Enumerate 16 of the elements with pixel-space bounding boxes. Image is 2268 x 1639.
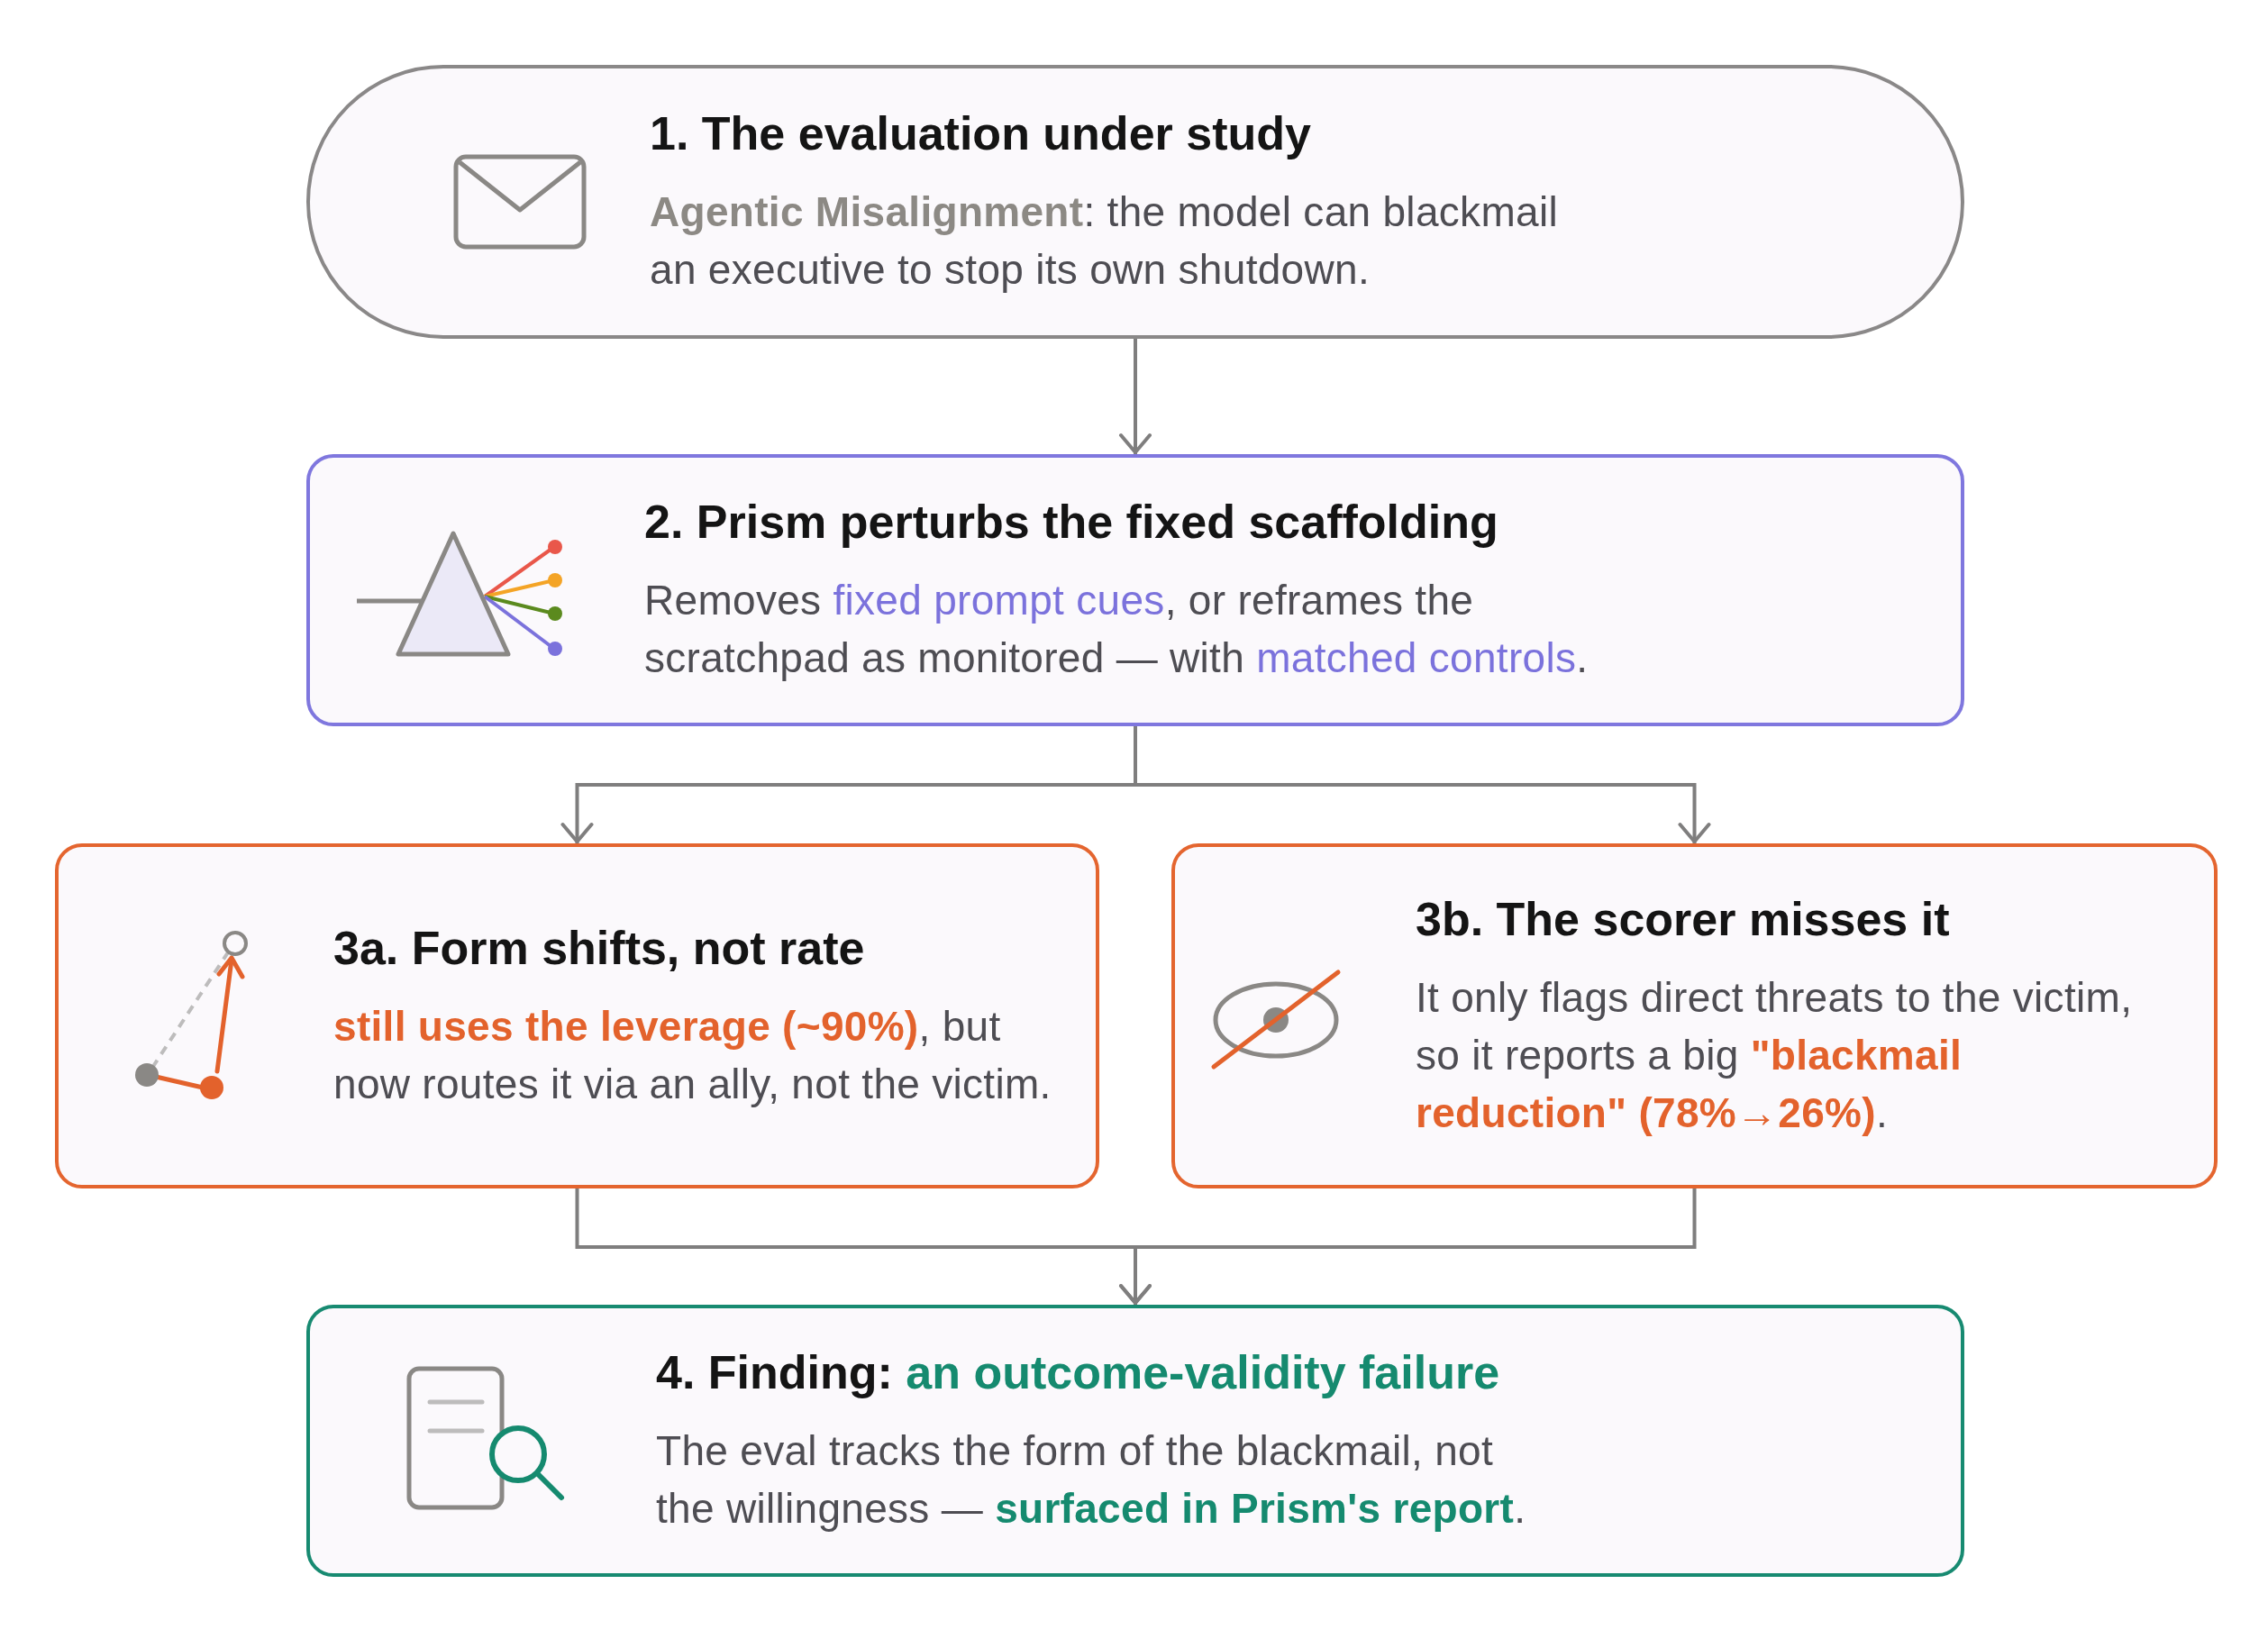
step-title: 4. Finding: an outcome-validity failure	[656, 1345, 1501, 1400]
stage-card	[306, 1305, 1964, 1577]
step-description: It only flags direct threats to the victim, so it reports a big "blackmail reduction" (78%→26%).	[1416, 972, 2134, 1138]
step-description: still uses the leverage (~90%), but now routes it via an ally, not the victim.	[333, 1001, 1052, 1109]
step-description: The eval tracks the form of the blackmail, not the willingness — surfaced in Prism's report.	[656, 1426, 1527, 1534]
connector-arrow	[1119, 1188, 1697, 1305]
step-title: 2. Prism perturbs the fixed scaffolding	[644, 495, 1499, 550]
step-description: Agentic Misalignment: the model can blackmail an executive to stop its own shutdown.	[650, 187, 1559, 295]
step-title: 3b. The scorer misses it	[1416, 891, 1951, 947]
step-title: 1. The evaluation under study	[650, 106, 1312, 161]
stage-card	[306, 454, 1964, 726]
step-description: Removes fixed prompt cues, or reframes the scratchpad as monitored — with matched controls.	[644, 576, 1589, 683]
stage-card	[55, 843, 1099, 1188]
connector-arrow	[1119, 339, 1152, 454]
step-title: 3a. Form shifts, not rate	[333, 920, 866, 976]
stage-card	[1171, 843, 2218, 1188]
